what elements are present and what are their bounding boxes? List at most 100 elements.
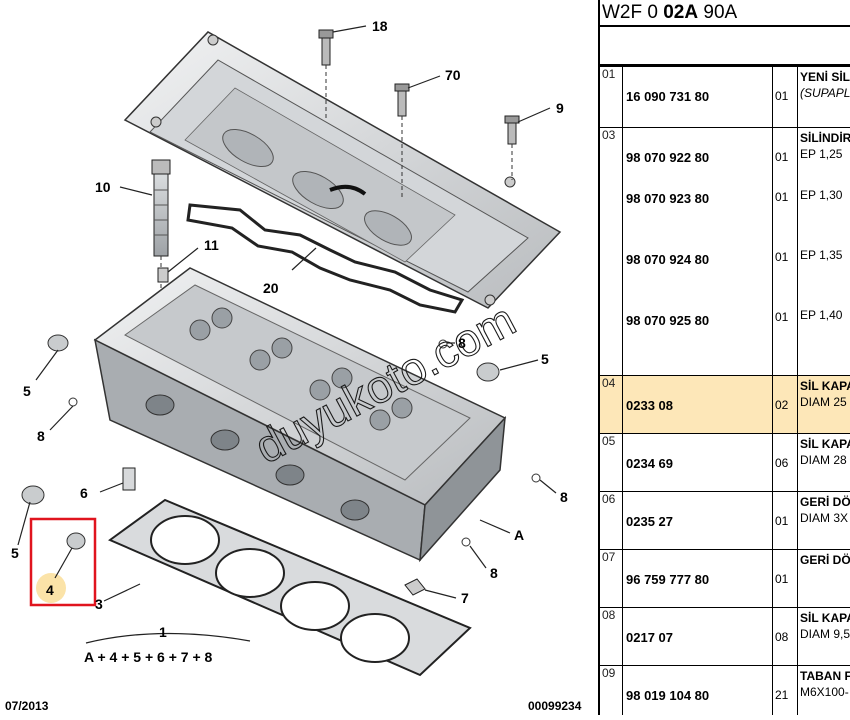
qty-cell: 01 — [773, 550, 798, 608]
row-number: 07 — [599, 550, 623, 608]
part-ref[interactable]: 98 019 104 80 — [626, 688, 772, 703]
desc: DIAM 28 — [800, 453, 850, 467]
long-bolt — [152, 160, 170, 256]
callout-8-left: 8 — [37, 428, 45, 444]
qty-cell: 21 — [773, 666, 798, 716]
desc: DIAM 9,5 — [800, 627, 850, 641]
dowel-pin — [158, 268, 168, 282]
part-ref[interactable]: 0217 07 — [626, 630, 772, 645]
desc: DIAM 25 — [800, 395, 850, 409]
ref-cell: 16 090 731 80 — [623, 67, 773, 128]
ref-cell: 0233 08 — [623, 376, 773, 434]
qty: 06 — [775, 456, 797, 470]
footer-date: 07/2013 — [5, 699, 49, 713]
callout-70: 70 — [445, 67, 461, 83]
qty-cell: 08 — [773, 608, 798, 666]
table-row[interactable]: 06 0235 27 01 GERİ DÖ DIAM 3X — [599, 492, 850, 550]
title-bold: 02A — [663, 2, 698, 23]
table-row[interactable]: 03 98 070 922 80 98 070 923 80 98 070 92… — [599, 128, 850, 376]
qty: 01 — [775, 572, 797, 586]
bracket-7 — [405, 579, 425, 595]
part-ref[interactable]: 0235 27 — [626, 514, 772, 529]
row-number: 09 — [599, 666, 623, 716]
qty-cell: 01 01 01 01 — [773, 128, 798, 376]
qty-cell: 01 — [773, 492, 798, 550]
qty-cell: 02 — [773, 376, 798, 434]
qty: 02 — [775, 398, 797, 412]
desc-cell: YENİ SİL(SUPAPL — [798, 67, 850, 128]
desc: M6X100- — [800, 685, 850, 699]
desc-cell: SİL KAPA DIAM 25 — [798, 376, 850, 434]
part-ref[interactable]: 16 090 731 80 — [626, 89, 772, 104]
ref-cell: 96 759 777 80 — [623, 550, 773, 608]
desc-title: YENİ SİL — [800, 70, 850, 84]
ref-cell: 0235 27 — [623, 492, 773, 550]
callout-5-bottom: 5 — [11, 545, 19, 561]
desc-title: SİL KAPA — [800, 611, 850, 625]
callout-4: 4 — [46, 582, 54, 598]
assembly-formula: A + 4 + 5 + 6 + 7 + 8 — [84, 649, 213, 665]
desc-title: GERİ DÖ — [800, 495, 850, 509]
table-row[interactable]: 01 16 090 731 80 01 YENİ SİL(SUPAPL — [599, 67, 850, 128]
callout-8-top: 8 — [458, 335, 466, 351]
qty: 01 — [775, 89, 797, 103]
row-number: 08 — [599, 608, 623, 666]
row-number: 03 — [599, 128, 623, 376]
part-ref[interactable]: 0234 69 — [626, 456, 772, 471]
desc: EP 1,40 — [800, 308, 850, 322]
row-number: 05 — [599, 434, 623, 492]
callout-7: 7 — [461, 590, 469, 606]
exploded-diagram: duyukoto.com 18 70 9 10 11 20 8 5 5 8 8 … — [0, 0, 598, 715]
desc-title: SİLİNDİR — [800, 131, 850, 145]
row-number: 06 — [599, 492, 623, 550]
desc: DIAM 3X — [800, 511, 850, 525]
parts-header-box — [598, 26, 850, 66]
part-ref[interactable]: 98 070 924 80 — [626, 252, 772, 267]
qty: 01 — [775, 190, 797, 204]
part-ref[interactable]: 0233 08 — [626, 398, 772, 413]
parts-table: 01 16 090 731 80 01 YENİ SİL(SUPAPL 03 9… — [598, 66, 850, 715]
callout-A: A — [514, 527, 524, 543]
desc-title: GERİ DÖ — [800, 553, 850, 567]
callout-8-bottom: 8 — [490, 565, 498, 581]
ref-cell: 0217 07 — [623, 608, 773, 666]
qty: 01 — [775, 514, 797, 528]
table-row[interactable]: 08 0217 07 08 SİL KAPA DIAM 9,5 — [599, 608, 850, 666]
part-ref[interactable]: 96 759 777 80 — [626, 572, 772, 587]
rocker-cover — [125, 32, 560, 308]
highlighted-plug — [31, 519, 95, 605]
footer-code: 00099234 — [528, 699, 582, 713]
callout-5-right: 5 — [541, 351, 549, 367]
part-ref[interactable]: 98 070 923 80 — [626, 191, 772, 206]
callout-1: 1 — [159, 624, 167, 640]
part-ref[interactable]: 98 070 925 80 — [626, 313, 772, 328]
callout-3: 3 — [95, 596, 103, 612]
desc: EP 1,35 — [800, 248, 850, 262]
table-row[interactable]: 09 98 019 104 80 21 TABAN F M6X100- — [599, 666, 850, 716]
desc-cell: SİLİNDİR EP 1,25 EP 1,30 EP 1,35 EP 1,40 — [798, 128, 850, 376]
desc-title: SİL KAPA — [800, 379, 850, 393]
diagram-canvas: duyukoto.com 18 70 9 10 11 20 8 5 5 8 8 … — [0, 0, 598, 715]
ref-cell: 98 070 922 80 98 070 923 80 98 070 924 8… — [623, 128, 773, 376]
desc-cell: GERİ DÖ DIAM 3X — [798, 492, 850, 550]
table-row[interactable]: 07 96 759 777 80 01 GERİ DÖ — [599, 550, 850, 608]
desc: EP 1,30 — [800, 188, 850, 202]
qty-cell: 06 — [773, 434, 798, 492]
callout-20: 20 — [263, 280, 279, 296]
desc-title: TABAN F — [800, 669, 850, 683]
parts-title: W2F 0 02A 90A — [598, 0, 850, 26]
callout-8-right: 8 — [560, 489, 568, 505]
ref-cell: 0234 69 — [623, 434, 773, 492]
title-prefix: W2F 0 — [602, 2, 663, 23]
desc-cell: GERİ DÖ — [798, 550, 850, 608]
qty: 08 — [775, 630, 797, 644]
qty: 01 — [775, 310, 797, 324]
desc-cell: SİL KAPA DIAM 9,5 — [798, 608, 850, 666]
parts-panel: W2F 0 02A 90A 01 16 090 731 80 01 YENİ S… — [598, 0, 850, 715]
desc-cell: TABAN F M6X100- — [798, 666, 850, 716]
callout-6: 6 — [80, 485, 88, 501]
part-ref[interactable]: 98 070 922 80 — [626, 150, 772, 165]
